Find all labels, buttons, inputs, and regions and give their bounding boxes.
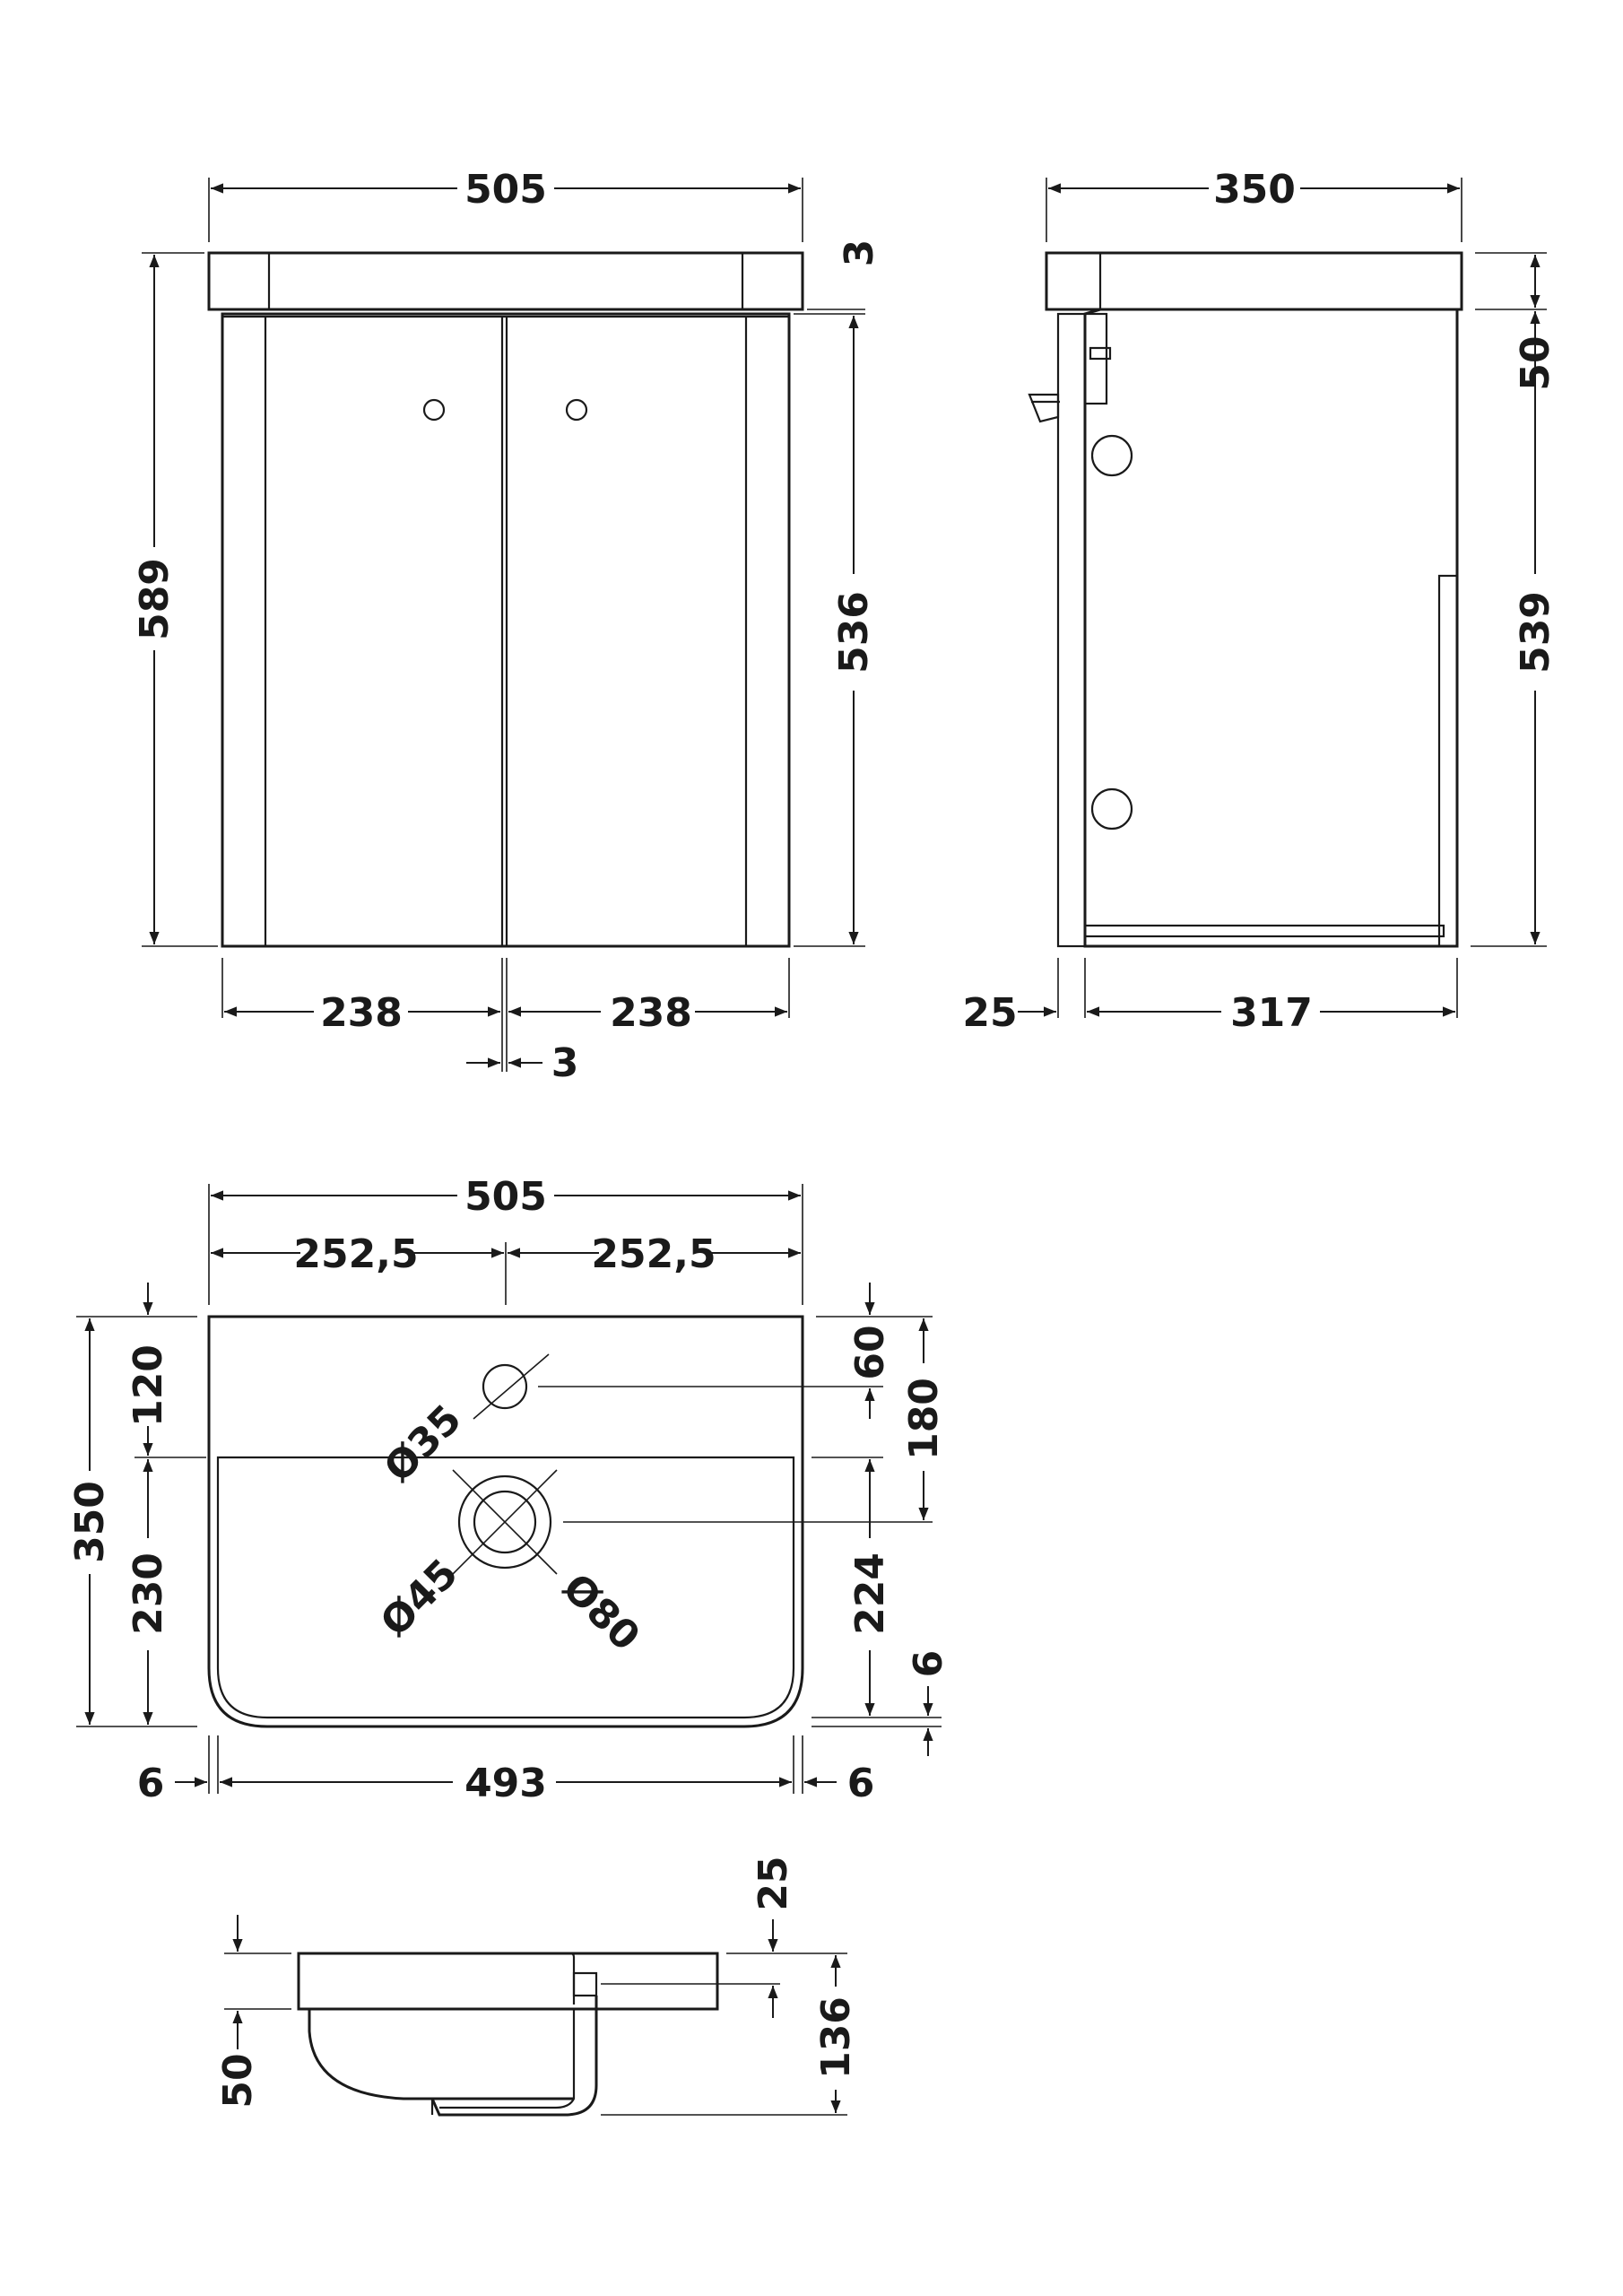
door-gap-label: 3	[551, 1040, 579, 1086]
front-view: 505 589 3 536 238 238 3	[132, 167, 882, 1086]
basin-depth-label: 350	[67, 1481, 113, 1563]
waste-offset-label: 180	[901, 1378, 947, 1460]
basin-width-label: 505	[464, 1174, 547, 1220]
front-width-label: 505	[464, 167, 547, 213]
section-height-label: 136	[813, 1996, 859, 2079]
section-waste-pipe	[430, 1996, 598, 2117]
right-door-width-label: 238	[610, 990, 692, 1036]
side-back-offset-label: 25	[962, 990, 1017, 1036]
tap-hole-diameter-label: Ø35	[376, 1396, 471, 1492]
basin-rear-to-bowl-label: 120	[126, 1344, 171, 1427]
side-service-hole-top	[1090, 434, 1133, 477]
tap-hole	[482, 1363, 528, 1410]
waste-outer-diameter-label: Ø80	[553, 1565, 648, 1660]
basin-half-left-label: 252,5	[293, 1231, 418, 1277]
basin-plan-view: 505 252,5 252,5 350 120 230 60 180	[67, 1174, 951, 1806]
side-service-hole-bottom	[1090, 787, 1133, 831]
basin-outline	[207, 1315, 804, 1728]
section-rim	[297, 1952, 719, 2011]
basin-bowl	[216, 1456, 795, 1719]
rim-front-label: 6	[906, 1650, 951, 1678]
basin-section-view: 25 136 50	[215, 1856, 859, 2117]
front-carcass-height-label: 536	[831, 591, 877, 674]
side-countertop	[1045, 251, 1463, 311]
rim-left-label: 6	[137, 1761, 165, 1806]
side-body-depth-label: 317	[1230, 990, 1313, 1036]
side-door-panel	[1056, 312, 1087, 948]
left-door-width-label: 238	[320, 990, 403, 1036]
basin-bowl-depth-label: 230	[126, 1552, 171, 1635]
tap-offset-label: 60	[847, 1325, 893, 1379]
side-depth-label: 350	[1213, 167, 1296, 213]
front-top-gap-label: 3	[837, 239, 882, 267]
section-bowl-depth-label: 50	[215, 2053, 261, 2108]
side-body-height-label: 539	[1513, 591, 1558, 674]
front-countertop	[207, 251, 804, 311]
section-rim-label: 25	[751, 1856, 796, 1910]
basin-half-right-label: 252,5	[591, 1231, 716, 1277]
waste-inner	[473, 1490, 537, 1554]
waste-to-front-label: 224	[847, 1552, 893, 1635]
side-carcass	[1083, 308, 1459, 948]
waste-outer	[457, 1474, 552, 1570]
left-door-knob	[422, 398, 446, 422]
rim-right-label: 6	[847, 1761, 875, 1806]
section-bowl	[308, 2009, 574, 2100]
waste-inner-diameter-label: Ø45	[372, 1551, 467, 1646]
front-height-label: 589	[132, 558, 178, 640]
bowl-width-label: 493	[464, 1761, 547, 1806]
right-door-knob	[565, 398, 588, 422]
side-view: 350 50 539 25 317	[962, 167, 1558, 1036]
